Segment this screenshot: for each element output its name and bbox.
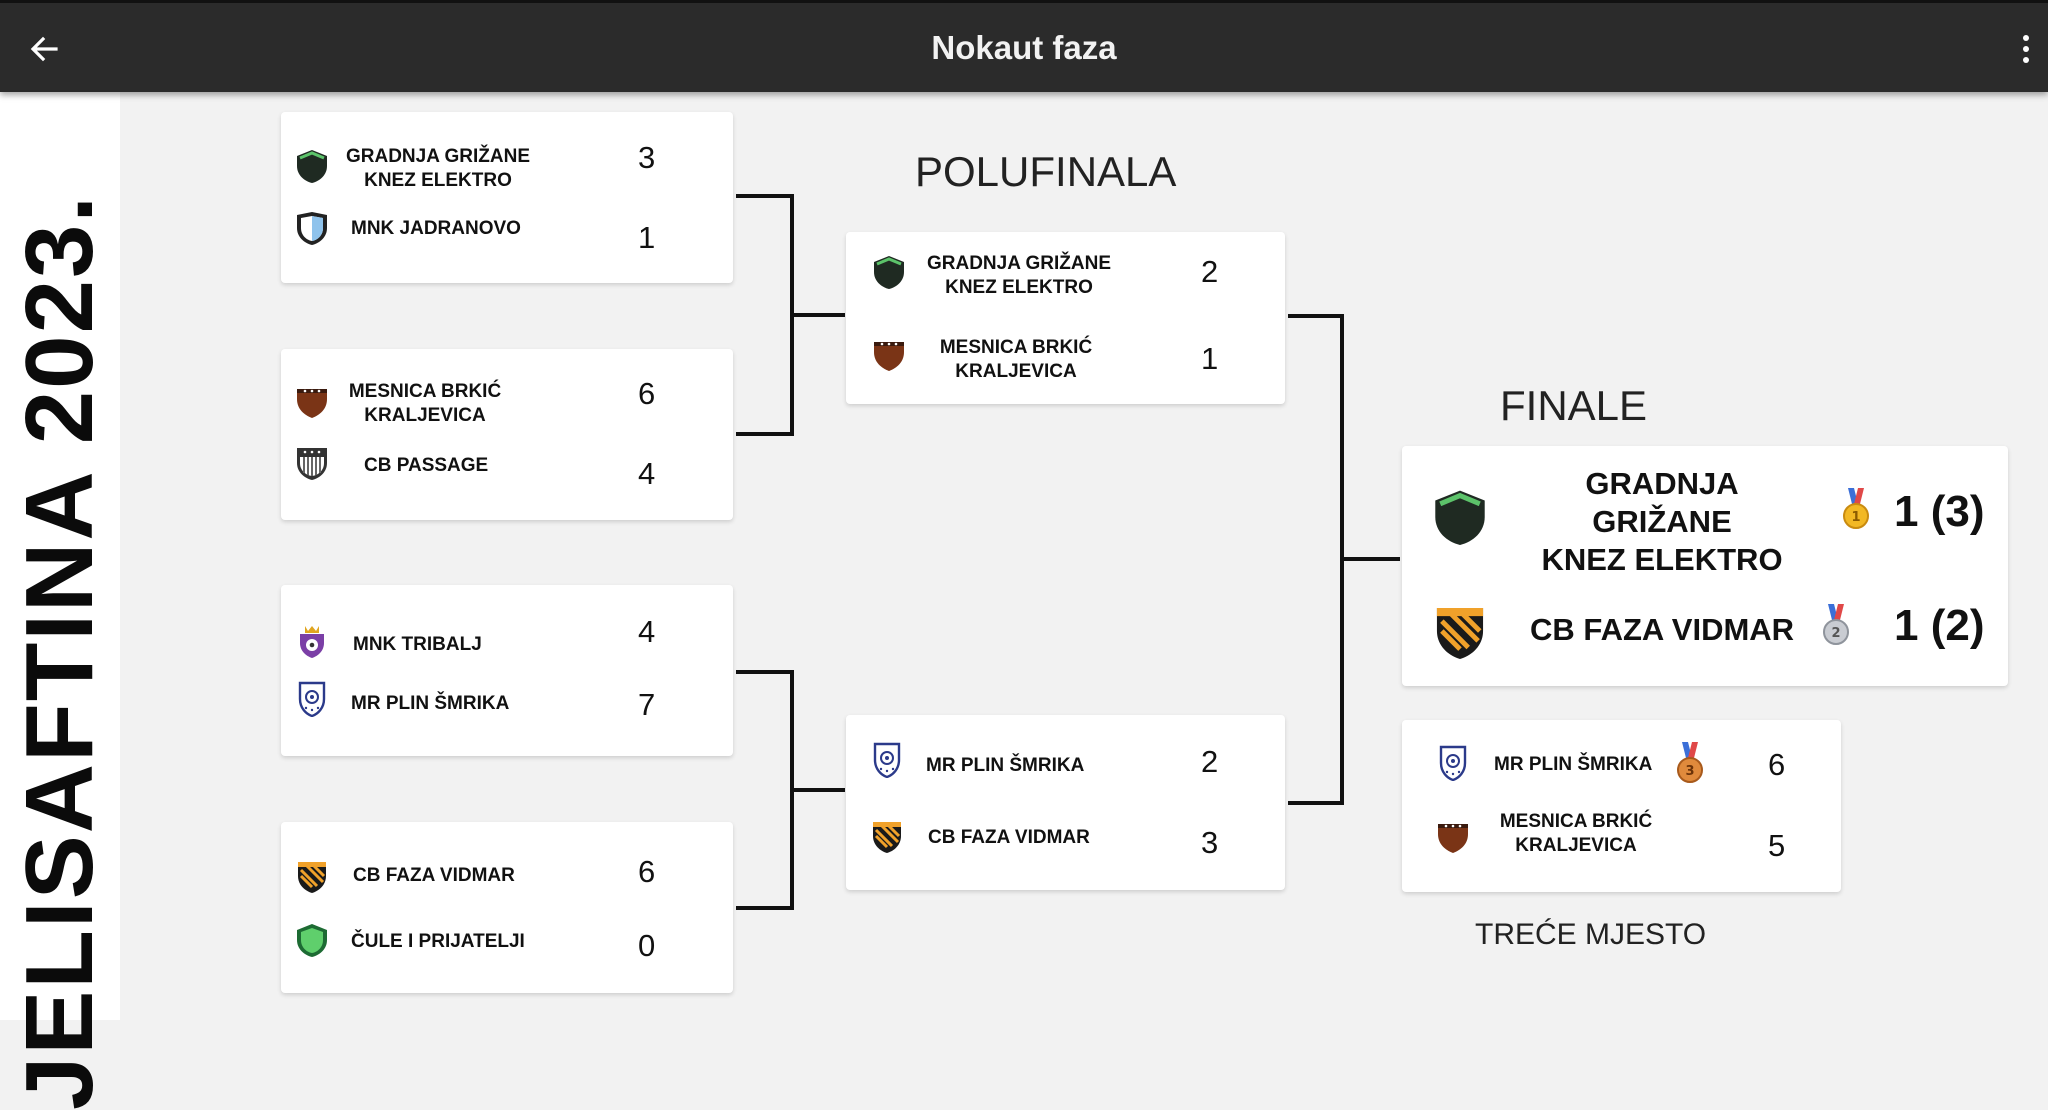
team-name: MESNICA BRKIĆ KRALJEVICA <box>348 381 502 426</box>
team-name: ČULE I PRIJATELJI <box>351 931 525 952</box>
team-score: 1 <box>1201 341 1219 376</box>
more-vert-icon[interactable] <box>2012 29 2040 69</box>
team-score: 7 <box>638 687 656 722</box>
team-score: 6 <box>638 854 656 889</box>
team-name: GRADNJA GRIŽANE KNEZ ELEKTRO <box>1541 466 1783 577</box>
shield-ball-white-icon <box>870 742 904 778</box>
team-name: CB FAZA VIDMAR <box>928 827 1090 848</box>
match-card-quarterfinal-4[interactable]: CB FAZA VIDMAR 6 ČULE I PRIJATELJI 0 <box>281 822 733 993</box>
match-card-third-place[interactable]: MR PLIN ŠMRIKA 3 6 MESNICA BRKIĆ KRALJEV… <box>1402 720 1841 892</box>
svg-text:2: 2 <box>1831 626 1840 641</box>
team-score: 4 <box>638 614 656 649</box>
silver-medal-icon: 2 <box>1820 604 1852 648</box>
event-title: JELISAFTINA 2023. <box>6 193 113 1110</box>
shield-brown-icon <box>872 336 906 372</box>
team-name: MNK TRIBALJ <box>353 634 482 655</box>
team-score: 0 <box>638 928 656 963</box>
team-score: 6 <box>1768 747 1786 782</box>
stage-label-final: FINALE <box>1500 382 1648 429</box>
team-name: GRADNJA GRIŽANE KNEZ ELEKTRO <box>926 253 1112 298</box>
team-score: 6 <box>638 376 656 411</box>
shield-orange-stripes-icon <box>1432 600 1488 662</box>
match-card-quarterfinal-3[interactable]: MNK TRIBALJ 4 MR PLIN ŠMRIKA 7 <box>281 585 733 756</box>
shield-striped-grey-icon <box>295 445 329 481</box>
shield-brown-icon <box>295 383 329 419</box>
gold-medal-icon: 1 <box>1840 488 1872 532</box>
shield-orange-stripes-icon <box>870 818 904 854</box>
stage-label-semifinals: POLUFINALA <box>915 148 1177 195</box>
shield-dark-green-icon <box>1432 486 1488 548</box>
team-score: 3 <box>1201 825 1219 860</box>
event-banner: JELISAFTINA 2023. <box>0 92 120 1110</box>
match-card-final[interactable]: GRADNJA GRIŽANE KNEZ ELEKTRO 1 1 (3) CB … <box>1402 446 2008 686</box>
page-title: Nokaut faza <box>931 29 1117 66</box>
team-name: CB PASSAGE <box>364 455 489 476</box>
shield-ball-white-icon <box>1436 745 1470 781</box>
team-name: CB FAZA VIDMAR <box>353 865 515 886</box>
app-bar: Nokaut faza <box>0 0 2048 92</box>
team-name: MNK JADRANOVO <box>351 218 521 239</box>
match-card-quarterfinal-2[interactable]: MESNICA BRKIĆ KRALJEVICA 6 CB PASSAGE 4 <box>281 349 733 520</box>
team-name: MESNICA BRKIĆ KRALJEVICA <box>1499 811 1653 856</box>
team-score: 3 <box>638 140 656 175</box>
team-name: MR PLIN ŠMRIKA <box>926 755 1085 776</box>
shield-green-icon <box>295 922 329 958</box>
shield-orange-stripes-icon <box>295 858 329 894</box>
match-card-quarterfinal-1[interactable]: GRADNJA GRIŽANE KNEZ ELEKTRO 3 MNK JADRA… <box>281 112 733 283</box>
team-score: 4 <box>638 456 656 491</box>
team-name: MR PLIN ŠMRIKA <box>351 693 510 714</box>
stage-label-third-place: TREĆE MJESTO <box>1475 918 1707 951</box>
team-score: 1 (2) <box>1894 601 1985 650</box>
back-arrow-icon[interactable] <box>22 27 66 71</box>
shield-dark-green-icon <box>295 148 329 184</box>
shield-light-blue-icon <box>295 210 329 246</box>
team-name: MESNICA BRKIĆ KRALJEVICA <box>939 337 1093 382</box>
team-score: 2 <box>1201 254 1219 289</box>
svg-text:1: 1 <box>1851 510 1860 525</box>
team-score: 2 <box>1201 744 1219 779</box>
shield-ball-white-icon <box>295 681 329 717</box>
team-name: GRADNJA GRIŽANE KNEZ ELEKTRO <box>345 146 531 191</box>
team-name: CB FAZA VIDMAR <box>1530 612 1795 647</box>
shield-dark-green-icon <box>872 254 906 290</box>
match-card-semifinal-2[interactable]: MR PLIN ŠMRIKA 2 CB FAZA VIDMAR 3 <box>846 715 1285 890</box>
team-name: MR PLIN ŠMRIKA <box>1494 754 1653 775</box>
team-score: 5 <box>1768 828 1786 863</box>
match-card-semifinal-1[interactable]: GRADNJA GRIŽANE KNEZ ELEKTRO 2 MESNICA B… <box>846 232 1285 404</box>
shield-brown-icon <box>1436 818 1470 854</box>
bronze-medal-icon: 3 <box>1674 742 1706 786</box>
team-score: 1 <box>638 220 656 255</box>
crown-ball-purple-icon <box>295 623 329 659</box>
team-score: 1 (3) <box>1894 487 1985 536</box>
svg-text:3: 3 <box>1685 764 1694 779</box>
